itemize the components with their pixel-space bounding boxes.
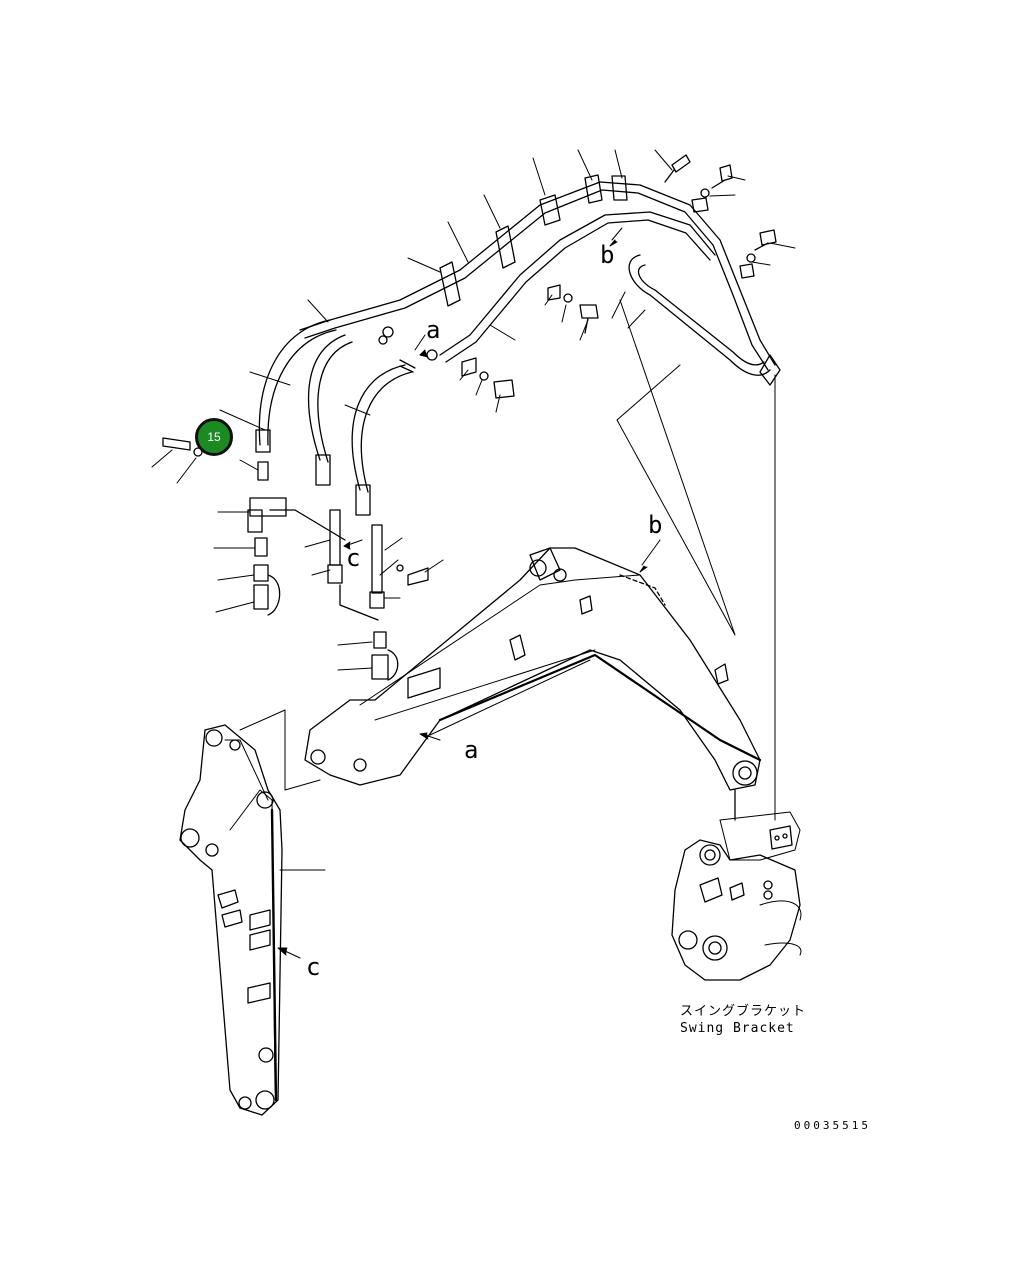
ref-label-b-lower: b (648, 511, 663, 539)
hotspot-label: 15 (207, 430, 221, 444)
reference-arrows (277, 227, 661, 959)
ref-label-c-lower: c (306, 953, 321, 981)
part-hotspot-15[interactable]: 15 (195, 418, 233, 456)
arm (179, 709, 326, 1116)
ref-label-b-upper: b (600, 241, 615, 269)
swing-bracket-caption: スイングブラケット Swing Bracket (680, 1003, 806, 1037)
ref-label-a-upper: a (426, 316, 441, 344)
boom (304, 547, 762, 821)
ref-label-a-lower: a (464, 736, 479, 764)
caption-japanese: スイングブラケット (680, 1004, 807, 1019)
hose-assembly (162, 154, 781, 681)
leader-lines (151, 149, 796, 821)
ref-label-c-upper: c (346, 544, 361, 572)
caption-english: Swing Bracket (680, 1021, 795, 1036)
document-number: 00035515 (794, 1119, 871, 1132)
swing-bracket (671, 811, 802, 981)
